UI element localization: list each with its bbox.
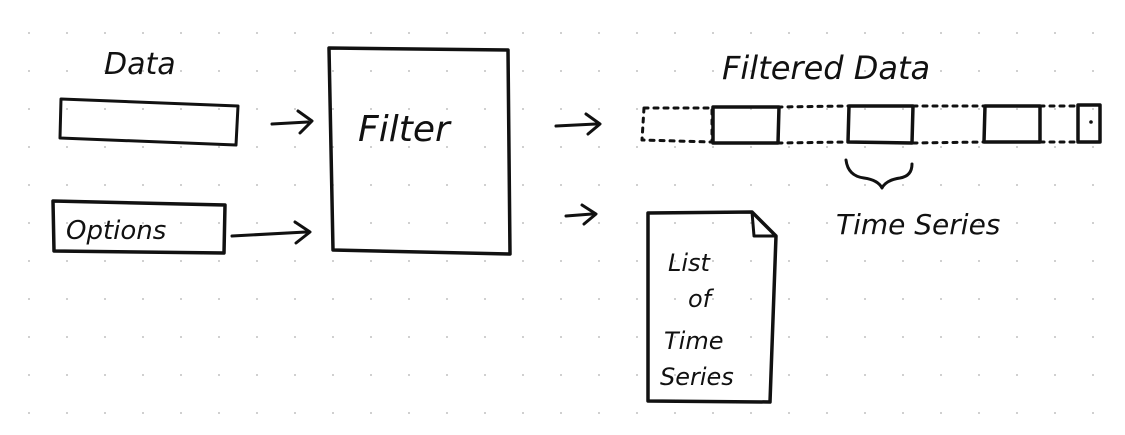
list-label-line-1: List	[668, 249, 712, 277]
time-series-segment	[982, 104, 1042, 144]
list-label-line-4: Series	[660, 363, 734, 391]
data-bar	[58, 97, 240, 147]
filter-label: Filter	[358, 109, 452, 150]
segment-dot	[1089, 120, 1093, 124]
time-series-label: Time Series	[836, 208, 1000, 241]
filtered-out-segment	[640, 106, 714, 144]
list-label-line-2: of	[688, 285, 715, 313]
filtered-out-segment	[911, 140, 987, 145]
options-box	[51, 199, 227, 255]
time-series-segment	[711, 105, 781, 145]
data-label: Data	[104, 47, 176, 82]
arrow-data-to-filter	[270, 109, 314, 135]
arrow-filter-to-filtered-data	[554, 112, 602, 136]
filtered-data-label: Filtered Data	[722, 49, 930, 87]
options-label: Options	[66, 216, 166, 246]
filtered-data-bar	[640, 103, 1102, 145]
arrow-filter-to-list	[564, 203, 598, 226]
filter-box	[327, 46, 512, 256]
time-series-brace	[844, 158, 914, 190]
document-icon	[646, 210, 778, 404]
filtered-out-segment	[776, 104, 850, 109]
list-label-line-3: Time	[664, 327, 723, 355]
filtered-out-segment	[776, 140, 850, 145]
arrow-options-to-filter	[230, 220, 312, 245]
time-series-segment	[846, 104, 915, 145]
time-series-segment	[1076, 103, 1102, 144]
